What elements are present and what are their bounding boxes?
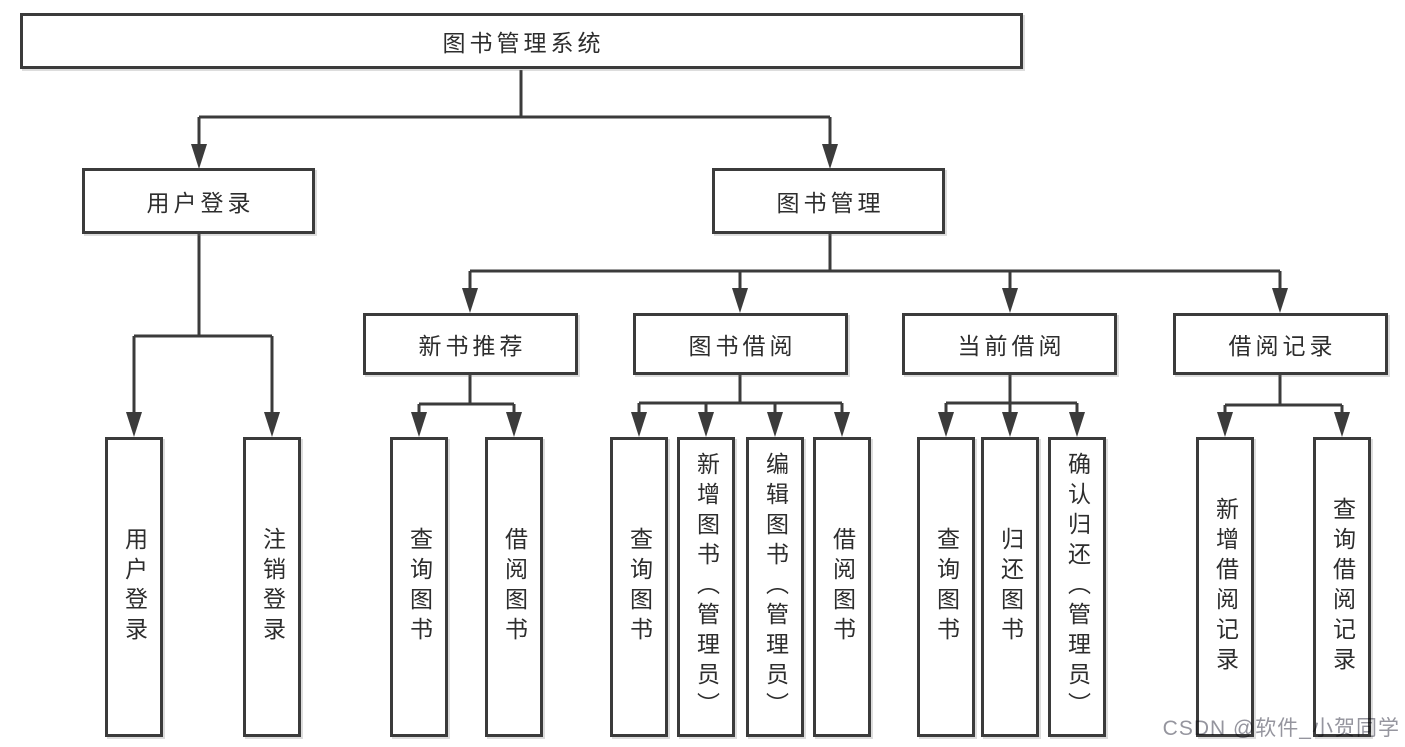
leaf-logout: 注销登录 — [243, 437, 301, 737]
leaf-borrow-books-recommend: 借阅图书 — [485, 437, 543, 737]
node-new-book-recommendation: 新书推荐 — [363, 313, 578, 375]
leaf-add-book-admin: 新增图书（管理员） — [677, 437, 735, 737]
node-user-login-branch: 用户登录 — [82, 168, 315, 234]
leaf-query-books-current: 查询图书 — [917, 437, 975, 737]
leaf-borrow-books: 借阅图书 — [813, 437, 871, 737]
csdn-watermark: CSDN @软件_小贺同学 — [1162, 717, 1400, 740]
node-book-management-branch: 图书管理 — [712, 168, 945, 234]
leaf-query-books-recommend: 查询图书 — [390, 437, 448, 737]
leaf-add-borrow-record: 新增借阅记录 — [1196, 437, 1254, 737]
leaf-user-login: 用户登录 — [105, 437, 163, 737]
node-borrowing-records: 借阅记录 — [1173, 313, 1388, 375]
leaf-query-borrow-record: 查询借阅记录 — [1313, 437, 1371, 737]
node-library-management-system: 图书管理系统 — [20, 13, 1023, 69]
leaf-query-books-borrowing: 查询图书 — [610, 437, 668, 737]
leaf-confirm-return-admin: 确认归还（管理员） — [1048, 437, 1106, 737]
node-book-borrowing: 图书借阅 — [633, 313, 848, 375]
leaf-edit-book-admin: 编辑图书（管理员） — [746, 437, 804, 737]
node-current-borrowing: 当前借阅 — [902, 313, 1117, 375]
leaf-return-books: 归还图书 — [981, 437, 1039, 737]
